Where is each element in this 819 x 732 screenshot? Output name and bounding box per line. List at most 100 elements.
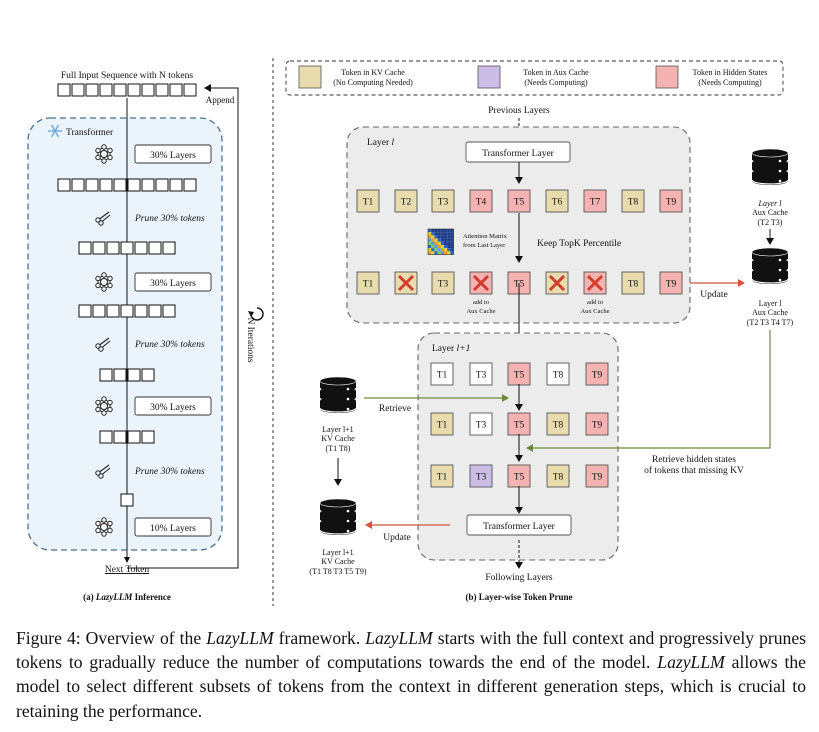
token-pruned [394,271,418,295]
token: T3 [469,464,493,488]
right-panel: Token in KV Cache (No Computing Needed) … [285,60,794,602]
caption-text: allows the model to select different sub… [16,652,806,721]
token-square [120,241,134,255]
token-square [113,430,127,444]
token: T1 [356,271,380,295]
aux-cache-top-label: Aux Cache [752,208,788,217]
token-label: T9 [666,198,677,208]
token: T8 [546,412,570,436]
token: T3 [469,362,493,386]
llm-icon [95,272,113,292]
add-to-label: add to [473,299,489,306]
token-square [71,178,85,192]
token-square [183,178,197,192]
aux-cache-top-label: (T2 T3) [758,218,783,227]
token-label: T3 [438,198,449,208]
token-square [99,430,113,444]
add-to-label: add to [587,299,603,306]
aux-cache-bottom-label: (T2 T3 T4 T7) [747,318,794,327]
previous-layers-label: Previous Layers [488,106,550,116]
caption-italic: LazyLLM [365,628,433,648]
legend-item: Token in Aux Cache (Needs Computing) [477,65,589,89]
token-square [141,83,155,97]
token-square [57,178,71,192]
token: T1 [356,189,380,213]
transformer-layer-label: Transformer Layer [482,148,555,159]
kv-cache-top-label: KV Cache [321,434,355,443]
input-sequence-label: Full Input Sequence with N tokens [61,71,193,81]
token-square [162,304,176,318]
token-square [120,304,134,318]
caption-text: Figure 4: Overview of the [16,628,207,648]
token: T9 [585,362,609,386]
kv-cache-bottom-label: Layer l+1 [322,548,353,557]
token-square [92,241,106,255]
token-label: T3 [476,421,487,431]
snowflake-icon [48,124,62,138]
token-square [99,368,113,382]
legend-item: Token in Hidden States (Needs Computing) [655,65,767,89]
token-label: T5 [514,473,525,483]
database-icon [319,498,357,535]
token-square [85,83,99,97]
token-square [113,178,127,192]
layer-box-label: 10% Layers [150,524,196,534]
token: T5 [507,362,531,386]
kv-cache-top-label: (T1 T8) [326,444,351,453]
token-rows [57,178,197,507]
database-icon [751,247,789,284]
token-square [183,83,197,97]
right-caption: (b) Layer-wise Token Prune [466,592,573,602]
token-square [99,83,113,97]
append-label: Append [206,95,235,105]
token: T9 [659,189,683,213]
update-label-2: Update [383,533,410,543]
token: T1 [430,464,454,488]
token-square [85,178,99,192]
iterations-icon [248,307,264,321]
scissors-icon [95,337,111,352]
legend-sublabel: (Needs Computing) [524,78,588,87]
token-label: T9 [592,371,603,381]
attention-label-2: from Last Layer [463,242,506,249]
token-square [148,304,162,318]
kv-cache-top-label: Layer l+1 [322,425,353,434]
token-square [78,241,92,255]
token-label: T5 [514,198,525,208]
token-square [141,430,155,444]
token-pruned [545,271,569,295]
caption-text: framework. [273,628,366,648]
token-square [155,178,169,192]
retrieve-hidden-label: of tokens that missing KV [644,465,744,476]
llm-icon [95,517,113,537]
token-label: T1 [437,371,448,381]
next-token-label: Next Token [105,565,150,575]
transformer-region [27,117,223,551]
database-icon [751,148,789,185]
layer-box: 30% Layers [134,272,212,292]
token: T8 [546,464,570,488]
token-label: T9 [666,280,677,290]
iterations-label: N Iterations [245,317,255,362]
token: T3 [431,271,455,295]
token-square [169,178,183,192]
token-label: T1 [437,473,448,483]
prune-label: Prune 30% tokens [134,214,205,224]
transformer-label: Transformer [66,127,114,138]
aux-cache-label: Aux Cache [466,308,495,315]
token-square [134,241,148,255]
token-square [127,430,141,444]
caption-italic: LazyLLM [206,628,274,648]
token-label: T1 [363,198,374,208]
prune-label: Prune 30% tokens [134,467,205,477]
kv-cache-bottom-label: KV Cache [321,557,355,566]
token-label: T9 [592,473,603,483]
layer-l-label: Layer l [367,138,395,148]
token-square [120,493,134,507]
lazyllm-diagram: Full Input Sequence with N tokens Append… [27,58,794,606]
append-loop-arrow [127,84,239,569]
layer-box-label: 30% Layers [150,151,196,161]
aux-cache-top-label: Layer l [758,199,783,208]
